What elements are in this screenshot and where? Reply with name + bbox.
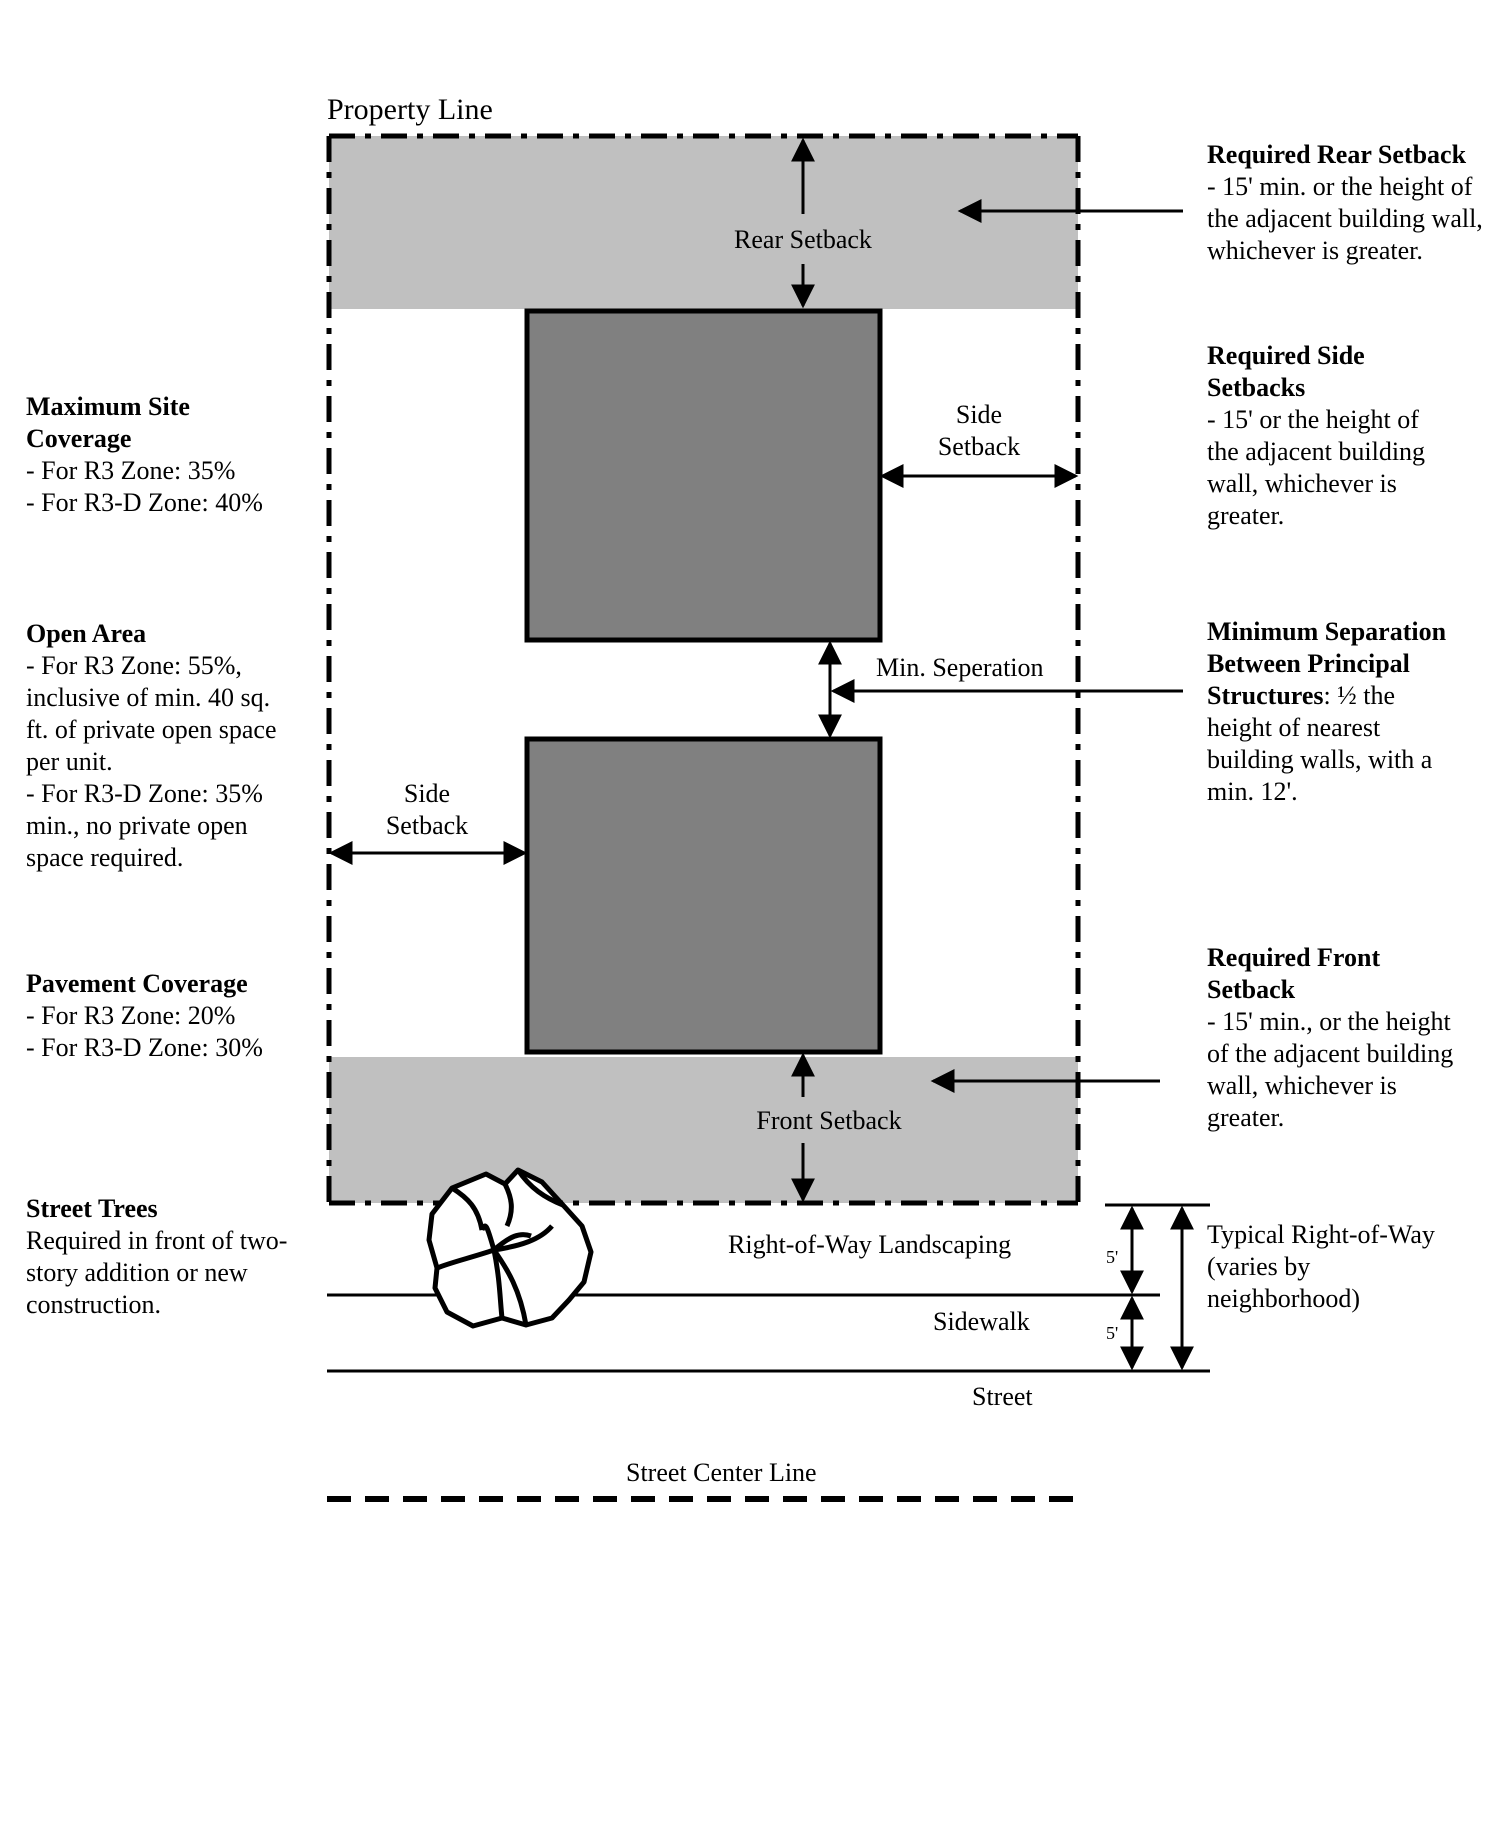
note-line: Required in front of two-	[26, 1226, 288, 1255]
property-line-label: Property Line	[327, 93, 493, 126]
note-line: the adjacent building wall,	[1207, 204, 1483, 233]
note-line: (varies by	[1207, 1252, 1311, 1281]
note-heading: Required Side	[1207, 341, 1365, 370]
note-line: of the adjacent building	[1207, 1039, 1454, 1068]
note-line: construction.	[26, 1290, 162, 1319]
side-setback-right-label-2: Setback	[938, 432, 1020, 461]
building-lower	[524, 736, 883, 1055]
note-line-mixed: Structures: ½ the	[1207, 680, 1446, 712]
side-setback-right-label-1: Side	[956, 400, 1002, 429]
note-line: whichever is greater.	[1207, 236, 1423, 265]
note-line: - 15' min., or the height	[1207, 1007, 1451, 1036]
note-line: height of nearest	[1207, 713, 1381, 742]
note-line: - For R3 Zone: 35%	[26, 456, 236, 485]
dim-label-sidewalk: 5'	[1106, 1323, 1118, 1343]
note-heading: Coverage	[26, 424, 132, 453]
note-heading: Required Front	[1207, 943, 1381, 972]
note-heading: Between Principal	[1207, 649, 1410, 678]
note-inline-rest: : ½ the	[1323, 681, 1396, 710]
note-pavement-coverage: Pavement Coverage - For R3 Zone: 20% - F…	[26, 968, 263, 1064]
note-heading: Street Trees	[26, 1194, 158, 1223]
note-line: - For R3-D Zone: 40%	[26, 488, 263, 517]
note-required-front-setback: Required Front Setback - 15' min., or th…	[1207, 942, 1453, 1134]
note-max-site-coverage: Maximum Site Coverage - For R3 Zone: 35%…	[26, 391, 263, 519]
sidewalk-label: Sidewalk	[933, 1307, 1030, 1336]
note-required-rear-setback: Required Rear Setback - 15' min. or the …	[1207, 139, 1483, 267]
note-line: - For R3 Zone: 55%,	[26, 651, 242, 680]
street-center-line-label: Street Center Line	[626, 1458, 817, 1487]
note-line: min., no private open	[26, 811, 248, 840]
front-setback-label: Front Setback	[756, 1106, 901, 1135]
note-line: - 15' min. or the height of	[1207, 172, 1473, 201]
note-line: neighborhood)	[1207, 1284, 1361, 1313]
note-line: building walls, with a	[1207, 745, 1433, 774]
note-required-side-setbacks: Required Side Setbacks - 15' or the heig…	[1207, 340, 1425, 532]
note-line: wall, whichever is	[1207, 469, 1397, 498]
note-line: story addition or new	[26, 1258, 248, 1287]
note-line: wall, whichever is	[1207, 1071, 1397, 1100]
note-line: inclusive of min. 40 sq.	[26, 683, 271, 712]
side-setback-left-label-2: Setback	[386, 811, 468, 840]
note-line: space required.	[26, 843, 184, 872]
note-heading: Required Rear Setback	[1207, 140, 1467, 169]
note-line: - 15' or the height of	[1207, 405, 1419, 434]
note-heading: Open Area	[26, 619, 147, 648]
note-line: min. 12'.	[1207, 777, 1298, 806]
note-line: Typical Right-of-Way	[1207, 1220, 1435, 1249]
note-heading: Pavement Coverage	[26, 969, 248, 998]
note-line: - For R3-D Zone: 30%	[26, 1033, 263, 1062]
note-heading: Maximum Site	[26, 392, 190, 421]
side-setback-left-label-1: Side	[404, 779, 450, 808]
front-setback-area	[329, 1057, 1078, 1203]
min-separation-label: Min. Seperation	[876, 653, 1044, 682]
street-label: Street	[972, 1382, 1033, 1411]
note-line: per unit.	[26, 747, 113, 776]
note-line: greater.	[1207, 501, 1285, 530]
rear-setback-label-bg	[702, 214, 904, 264]
dim-label-landscaping: 5'	[1106, 1247, 1118, 1267]
row-landscaping-label: Right-of-Way Landscaping	[728, 1230, 1011, 1259]
street-tree-icon	[426, 1167, 594, 1329]
front-setback-label-bg	[737, 1097, 931, 1143]
note-typical-right-of-way: Typical Right-of-Way (varies by neighbor…	[1207, 1219, 1435, 1315]
rear-setback-label: Rear Setback	[734, 225, 872, 254]
note-heading: Setbacks	[1207, 373, 1306, 402]
note-heading: Minimum Separation	[1207, 617, 1447, 646]
note-line: the adjacent building	[1207, 437, 1426, 466]
note-line: greater.	[1207, 1103, 1285, 1132]
note-open-area: Open Area - For R3 Zone: 55%, inclusive …	[26, 618, 277, 874]
note-line: - For R3 Zone: 20%	[26, 1001, 236, 1030]
note-heading: Setback	[1207, 975, 1296, 1004]
building-upper	[524, 308, 883, 643]
note-bold-term: Structures	[1207, 681, 1324, 710]
note-line: ft. of private open space	[26, 715, 277, 744]
note-street-trees: Street Trees Required in front of two- s…	[26, 1193, 287, 1321]
note-line: - For R3-D Zone: 35%	[26, 779, 263, 808]
note-minimum-separation: Minimum Separation Between Principal Str…	[1207, 616, 1446, 808]
